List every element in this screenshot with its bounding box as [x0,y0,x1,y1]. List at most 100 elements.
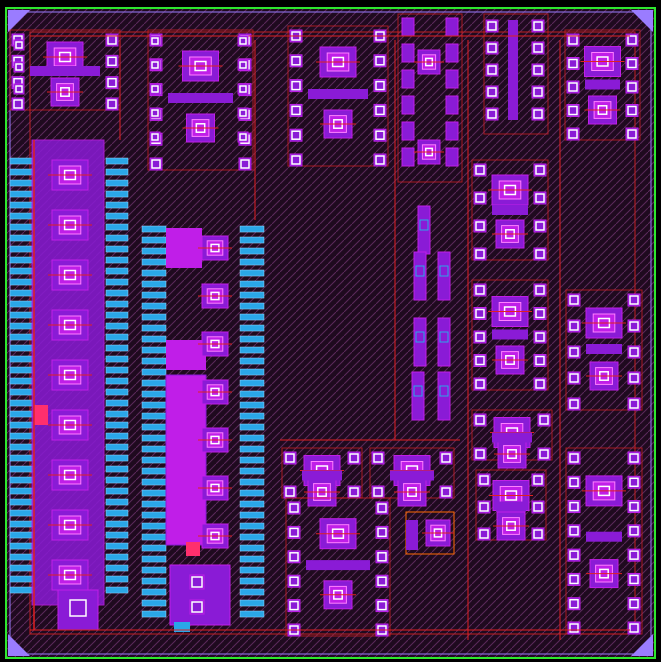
bond-pad [11,97,25,111]
diffusion-finger [239,511,265,519]
bus-strap [308,89,368,99]
diffusion-finger [239,346,265,354]
pad-contact [569,321,579,331]
finger-column [239,225,265,618]
diffusion-finger [141,357,167,365]
pad-contact [289,527,299,538]
diffusion-finger [239,522,265,530]
pad-contact [291,155,301,165]
diffusion-finger [105,267,129,275]
device-cell [586,559,622,589]
long-column-core [31,139,105,631]
bus-strap [492,329,528,340]
bond-pad [105,76,119,90]
diffusion-finger [141,566,167,574]
diffusion-finger [239,412,265,420]
diffusion-finger [141,401,167,409]
bond-pad [627,524,641,538]
pin-group [13,35,249,143]
bond-pad [627,345,641,359]
cluster-boundary [147,29,254,171]
diffusion-finger [141,236,167,244]
bond-pad [625,80,639,94]
bond-pad [627,371,641,385]
pad-contact [475,165,485,175]
diffusion-finger [141,478,167,486]
diffusion-finger [141,291,167,299]
pad-contact [151,37,159,45]
cluster-boundary [471,279,549,391]
pad-contact [533,21,543,31]
via-stack [445,147,459,167]
pad-contact [475,415,485,425]
bond-pad [533,191,547,205]
diffusion-finger [9,586,35,594]
diffusion-finger [105,168,129,176]
diffusion-finger [239,467,265,475]
pad-contact [629,295,639,305]
diffusion-finger [141,500,167,508]
diffusion-finger [141,489,167,497]
bond-pad [473,354,487,367]
bus-strap [585,79,620,90]
diffusion-finger [9,421,35,429]
device-cell [198,523,232,549]
diffusion-finger [9,344,35,352]
center-contact [415,265,425,277]
diffusion-finger [141,610,167,618]
pad-contact [533,65,543,75]
diffusion-finger [239,280,265,288]
device-cell [488,174,532,206]
diffusion-finger [141,269,167,277]
cluster-boundary [565,289,643,411]
cell-cluster [565,447,643,635]
bond-pad [625,104,639,117]
pad-contact [539,449,549,459]
pad-contact [629,347,639,357]
diffusion-finger [141,313,167,321]
diffusion-finger [239,225,265,233]
pad-contact [475,193,485,203]
pad-contact [377,576,387,586]
device-cell [48,409,92,441]
pad-contact [627,105,637,116]
pad-contact [375,56,385,66]
diffusion-finger [9,355,35,363]
diffusion-finger [141,533,167,541]
cell-cluster [565,289,643,411]
diffusion-finger [105,509,129,517]
pad-contact [569,477,579,488]
pad-contact [487,109,497,119]
bond-pad [567,548,581,562]
diffusion-finger [239,291,265,299]
diffusion-finger [105,322,129,330]
bond-pad [533,219,547,233]
bond-pad [477,500,491,514]
diffusion-finger [239,247,265,255]
bond-pad [473,447,487,461]
diffusion-finger [9,157,35,165]
pad-contact [568,82,578,92]
mid-column-core [165,228,232,632]
pad-contact [535,165,545,175]
pad-contact [629,477,639,488]
bus-strap [306,560,370,571]
diffusion-finger [9,311,35,319]
pad-contact [289,503,299,513]
corner-marks [8,10,653,656]
marker-block [34,405,48,425]
pad-contact [441,453,451,463]
bond-pad [531,85,545,99]
bond-pad [13,83,25,95]
finger-column [9,157,35,594]
pad-contact [15,85,23,93]
pad-contact [533,502,543,512]
center-contact [439,385,449,397]
pad-contact [375,105,385,116]
device-cell [48,559,92,591]
bond-pad [105,33,119,47]
cell-cluster [471,159,549,261]
pad-contact [568,105,578,116]
